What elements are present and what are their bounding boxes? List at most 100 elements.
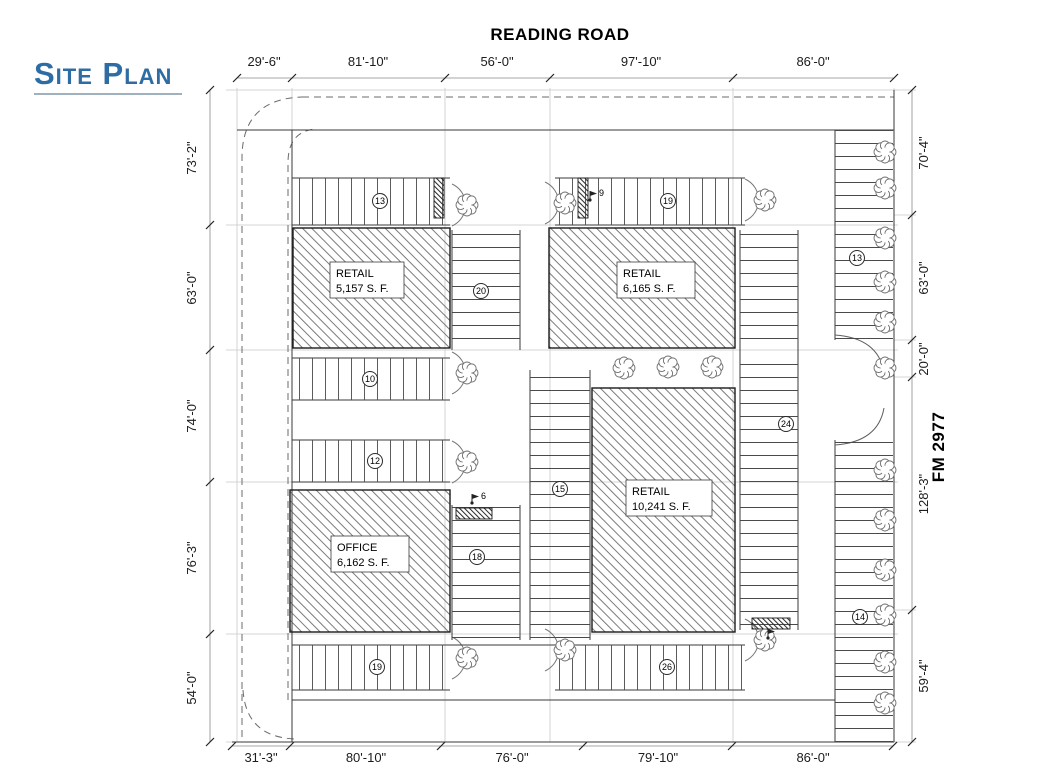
- circle-graphic: [552, 481, 568, 497]
- dim-right-2: 20'-0": [916, 342, 931, 376]
- building-name: RETAIL: [623, 268, 661, 280]
- dim-tick: [205, 85, 215, 95]
- trees: [455, 140, 897, 715]
- tree-icon: [700, 355, 724, 379]
- dim-right-1: 63'-0": [916, 261, 931, 295]
- circle-graphic: [470, 501, 474, 505]
- circle-graphic: [880, 277, 890, 287]
- dim-tick: [287, 73, 297, 83]
- tree-icon: [873, 310, 897, 334]
- dim-top-3: 97'-10": [621, 54, 662, 69]
- tree-icon: [873, 226, 897, 250]
- path-graphic: [768, 629, 775, 634]
- tree-icon: [656, 355, 680, 379]
- hatched-pad: [455, 507, 493, 520]
- building-name: OFFICE: [337, 542, 377, 554]
- building-office: OFFICE 6,162 S. F.: [289, 489, 451, 633]
- circle-graphic: [880, 465, 890, 475]
- parking-row: [740, 360, 798, 630]
- parking-count: 15: [552, 481, 568, 497]
- circle-graphic: [880, 610, 890, 620]
- dim-right-0: 70'-4": [916, 136, 931, 170]
- text-graphic: 20: [476, 286, 486, 296]
- text-graphic: 10: [365, 374, 375, 384]
- dim-tick: [888, 741, 898, 751]
- parking-count-bubbles: 13 19 20 10 12 15 18 24 19 26 13 14: [362, 193, 868, 675]
- building-area: 6,165 S. F.: [623, 283, 676, 295]
- dim-tick: [436, 741, 446, 751]
- building-area: 10,241 S. F.: [632, 501, 691, 513]
- text-graphic: 24: [781, 419, 791, 429]
- dim-bottom-1: 80'-10": [346, 750, 387, 765]
- light-pole-icon: [588, 191, 597, 202]
- circle-graphic: [462, 368, 472, 378]
- circle-graphic: [880, 515, 890, 525]
- circle-graphic: [473, 283, 489, 299]
- dimension-lines: [205, 73, 917, 751]
- circle-graphic: [369, 659, 385, 675]
- dim-tick: [227, 741, 237, 751]
- dim-left-4: 54'-0": [184, 671, 199, 705]
- text-graphic: 19: [372, 662, 382, 672]
- tree-icon: [553, 638, 577, 662]
- circle-graphic: [778, 416, 794, 432]
- hatched-pad: [751, 617, 791, 630]
- building-name: RETAIL: [336, 268, 374, 280]
- building-retail-1: RETAIL 5,157 S. F.: [292, 227, 451, 349]
- circle-graphic: [760, 195, 770, 205]
- parking-rows: [292, 130, 893, 742]
- tree-icon: [753, 188, 777, 212]
- dim-tick: [578, 741, 588, 751]
- text-graphic: 19: [663, 196, 673, 206]
- tree-icon: [873, 508, 897, 532]
- parking-count: 13: [849, 250, 865, 266]
- circle-graphic: [766, 636, 770, 640]
- left-drive-outer-edge: [241, 96, 303, 737]
- parking-count: 19: [369, 659, 385, 675]
- circle-graphic: [880, 363, 890, 373]
- dim-left-2: 74'-0": [184, 399, 199, 433]
- circle-graphic: [362, 371, 378, 387]
- text-graphic: 12: [370, 456, 380, 466]
- tree-icon: [873, 650, 897, 674]
- dim-top-2: 56'-0": [480, 54, 514, 69]
- dim-bottom-2: 76'-0": [495, 750, 529, 765]
- parking-row: [555, 645, 745, 690]
- building-label-box: [329, 261, 405, 299]
- text-graphic: 26: [662, 662, 672, 672]
- parking-count: 13: [372, 193, 388, 209]
- dim-right-3: 128'-3": [916, 473, 931, 514]
- site-symbols: 9 6: [470, 188, 775, 640]
- dim-left-0: 73'-2": [184, 141, 199, 175]
- circle-graphic: [849, 250, 865, 266]
- dim-tick: [907, 737, 917, 747]
- parking-row: [835, 440, 893, 742]
- parking-count: 12: [367, 453, 383, 469]
- circle-graphic: [707, 362, 717, 372]
- tree-icon: [873, 558, 897, 582]
- tree-icon: [873, 356, 897, 380]
- dim-tick: [440, 73, 450, 83]
- tree-icon: [553, 191, 577, 215]
- circle-graphic: [560, 645, 570, 655]
- text-graphic: 14: [855, 612, 865, 622]
- dim-tick: [205, 220, 215, 230]
- dim-top-0: 29'-6": [247, 54, 281, 69]
- reading-road-label: READING ROAD: [490, 25, 629, 44]
- hatched-pad: [433, 177, 445, 219]
- parking-count: 20: [473, 283, 489, 299]
- circle-graphic: [880, 317, 890, 327]
- text-graphic: 15: [555, 484, 565, 494]
- dim-tick: [205, 477, 215, 487]
- dim-top-4: 86'-0": [796, 54, 830, 69]
- dim-bottom-0: 31'-3": [244, 750, 278, 765]
- circle-graphic: [880, 698, 890, 708]
- circle-graphic: [880, 565, 890, 575]
- parking-row: [530, 370, 590, 640]
- circle-graphic: [462, 200, 472, 210]
- circle-graphic: [659, 659, 675, 675]
- path-graphic: [590, 191, 597, 196]
- light-pole-icon: [766, 629, 775, 640]
- dim-tick: [907, 335, 917, 345]
